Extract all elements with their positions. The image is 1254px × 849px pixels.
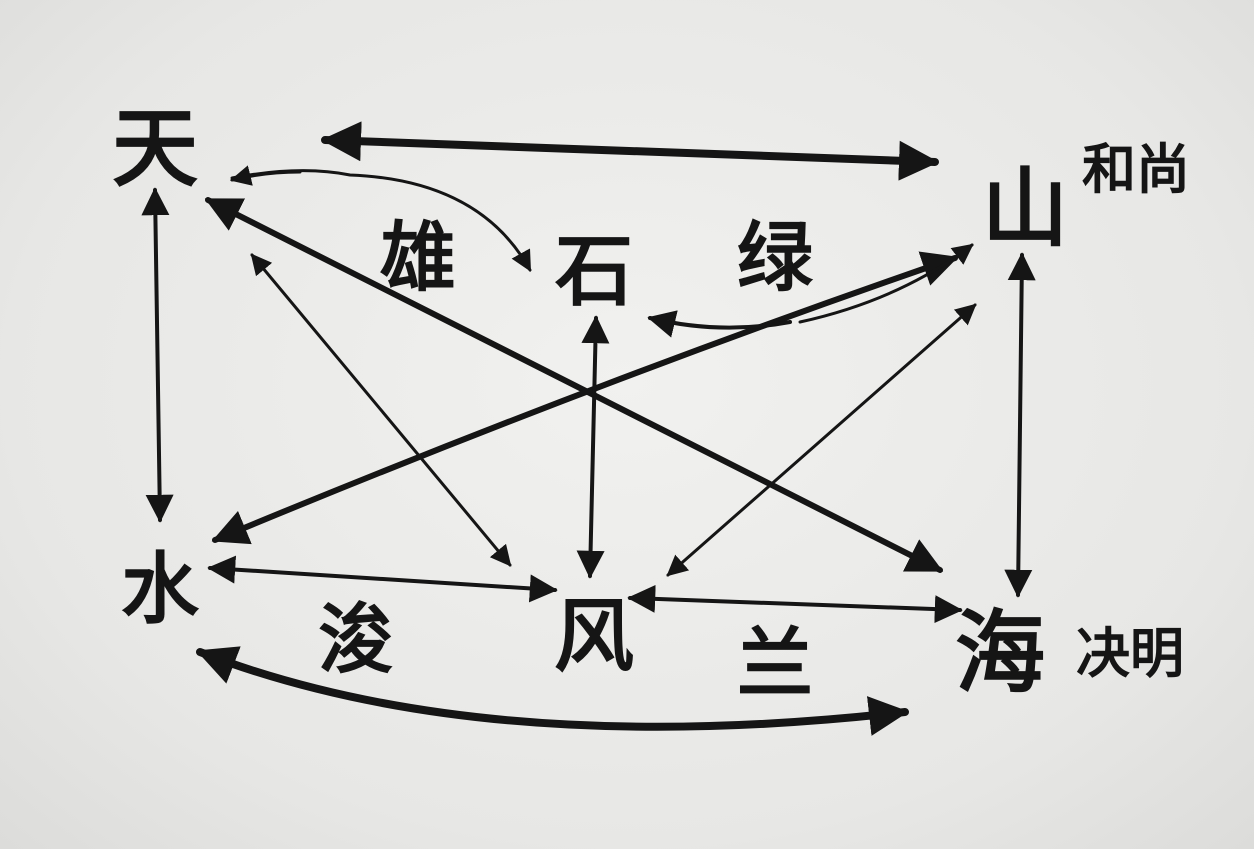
node-hai: 海	[955, 601, 1045, 706]
edge-shan-shi	[647, 310, 792, 338]
annotation-shan-note: 和尚	[1082, 138, 1190, 201]
edge-shan-shi-head	[798, 243, 974, 324]
edge-tian-shi-head	[229, 165, 302, 186]
node-tian: 天	[112, 99, 198, 199]
edge-shui-hai	[196, 646, 909, 736]
edge-label-lan: 兰	[737, 619, 813, 708]
edge-label-jun: 浚	[318, 595, 394, 684]
edge-shan-feng	[666, 303, 977, 577]
edge-shan-hai	[1004, 252, 1036, 598]
edge-tian-shui	[141, 187, 174, 523]
node-shui: 水	[121, 545, 200, 635]
annotation-hai-note: 决明	[1076, 622, 1184, 685]
edge-shui-feng	[207, 555, 558, 603]
node-shan: 山	[982, 159, 1068, 259]
edge-tian-shan	[321, 121, 939, 181]
edge-feng-hai	[627, 584, 963, 624]
node-shi: 石	[555, 227, 633, 317]
edge-label-lv: 绿	[737, 213, 814, 302]
edge-label-xiong: 雄	[380, 213, 456, 302]
edge-tian-feng	[250, 253, 512, 567]
node-feng: 风	[554, 590, 634, 683]
edge-shi-feng	[576, 315, 610, 579]
